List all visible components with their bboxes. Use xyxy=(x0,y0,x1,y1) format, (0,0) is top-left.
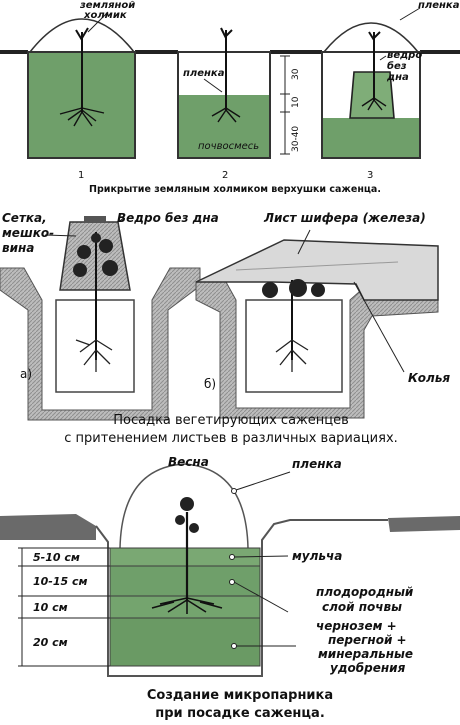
seedling-greenhouse xyxy=(151,497,223,614)
depth-scale-3 xyxy=(18,547,110,667)
seedling-1 xyxy=(59,27,105,127)
layer-label-0: 5-10 см xyxy=(33,551,80,564)
seedling-2 xyxy=(211,27,241,123)
label-chernozem-1: чернозем + xyxy=(316,619,397,633)
ground-right xyxy=(388,516,460,532)
label-a: а) xyxy=(20,367,32,381)
number-1: 1 xyxy=(78,170,84,181)
caption-3-line1: Создание микропарника xyxy=(147,688,333,703)
depth-30-40: 30-40 xyxy=(291,126,301,152)
number-2: 2 xyxy=(222,170,228,181)
dome-3 xyxy=(323,22,419,53)
number-3: 3 xyxy=(367,170,373,181)
panel-2-shading: Сетка, мешко- вина Ведро без дна а) Лист… xyxy=(0,211,450,446)
label-chernozem-2: перегной + xyxy=(328,633,407,647)
pit-3-soil xyxy=(323,118,419,157)
panel-1-mound-covering: земляной холмик 1 пленка почвосмесь 30 1… xyxy=(0,0,460,195)
layer-label-2: 10 см xyxy=(33,601,68,614)
label-plenka-2: пленка xyxy=(183,68,225,79)
seedling-3 xyxy=(361,31,387,111)
label-list-shifera: Лист шифера (железа) xyxy=(263,211,426,225)
plant-b xyxy=(262,279,325,372)
label-vina: вина xyxy=(2,241,34,255)
label-kolya: Колья xyxy=(408,371,450,385)
label-plodorodny-1: плодородный xyxy=(316,585,414,599)
label-vedro-bez-dna: Ведро без дна xyxy=(117,211,219,225)
label-zemlyanoy-1: земляной xyxy=(79,0,135,11)
pit-walls-3 xyxy=(95,519,388,677)
bottomless-bucket-3 xyxy=(349,71,395,119)
layer-10cm xyxy=(109,595,261,619)
trench-a xyxy=(0,267,201,421)
label-plodorodny-2: слой почвы xyxy=(322,600,402,614)
label-b: б) xyxy=(204,377,216,391)
pit-b xyxy=(245,299,343,393)
label-vedro-3: ведро xyxy=(387,50,422,61)
pit-2-soil xyxy=(179,95,269,157)
ground-left xyxy=(0,514,96,540)
caption-1: Прикрытие земляным холмиком верхушки саж… xyxy=(89,184,381,195)
mesh-cover xyxy=(84,216,106,223)
depth-30: 30 xyxy=(291,68,301,80)
label-pochvosmes: почвосмесь xyxy=(198,141,259,152)
label-chernozem-4: удобрения xyxy=(330,661,406,675)
caption-2-line1: Посадка вегетирующих саженцев xyxy=(113,413,349,428)
caption-3-line2: при посадке саженца. xyxy=(155,706,325,721)
layer-20cm xyxy=(109,617,261,667)
label-meshko: мешко- xyxy=(2,226,54,240)
label-plenka-3: пленка xyxy=(418,0,460,11)
label-kholmik-1: холмик xyxy=(83,10,127,21)
label-setka: Сетка, xyxy=(2,211,47,225)
panel-3-mini-greenhouse: 5-10 см 10-15 см 10 см 20 см Весна пленк… xyxy=(0,455,460,721)
depth-10: 10 xyxy=(291,96,301,108)
caption-2-line2: с притенением листьев в различных вариац… xyxy=(64,431,398,446)
slate-sheet xyxy=(195,239,439,301)
mound-1 xyxy=(29,18,135,53)
depth-scale-2 xyxy=(280,55,290,155)
label-plenka-3b: пленка xyxy=(292,457,342,471)
callouts-3 xyxy=(229,471,296,649)
label-bez-3: без xyxy=(387,60,407,72)
label-chernozem-3: минеральные xyxy=(318,647,413,661)
layer-label-1: 10-15 см xyxy=(33,575,88,588)
label-mulcha: мульча xyxy=(292,549,342,563)
layer-fertile xyxy=(109,565,261,597)
plant-a xyxy=(73,232,118,372)
label-dna-3: дна xyxy=(386,72,409,83)
layer-label-3: 20 см xyxy=(33,636,68,649)
label-vesna: Весна xyxy=(168,455,209,469)
